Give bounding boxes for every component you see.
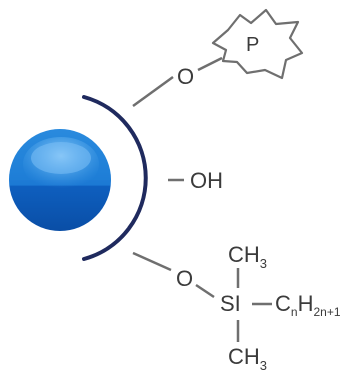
bottom-bond-line [132, 251, 172, 272]
top-methyl-label: CH3 [228, 242, 267, 271]
bottom-oxygen-label: O [176, 266, 193, 291]
alkyl-chain-label: CnH2n+1 [275, 291, 341, 319]
hydroxyl-label: OH [190, 168, 223, 193]
silica-particle [9, 129, 111, 231]
top-oxygen-label: O [177, 64, 194, 89]
bottom-methyl-label: CH3 [228, 344, 267, 373]
top-bond-line [132, 75, 174, 108]
polymer-label: P [246, 34, 259, 56]
silicon-label: SI [220, 291, 241, 316]
top-polymer-bond-line [197, 56, 223, 72]
oxygen-silicon-bond-line [195, 283, 215, 299]
surface-arc [82, 95, 148, 261]
polymer-star-icon [211, 8, 304, 80]
